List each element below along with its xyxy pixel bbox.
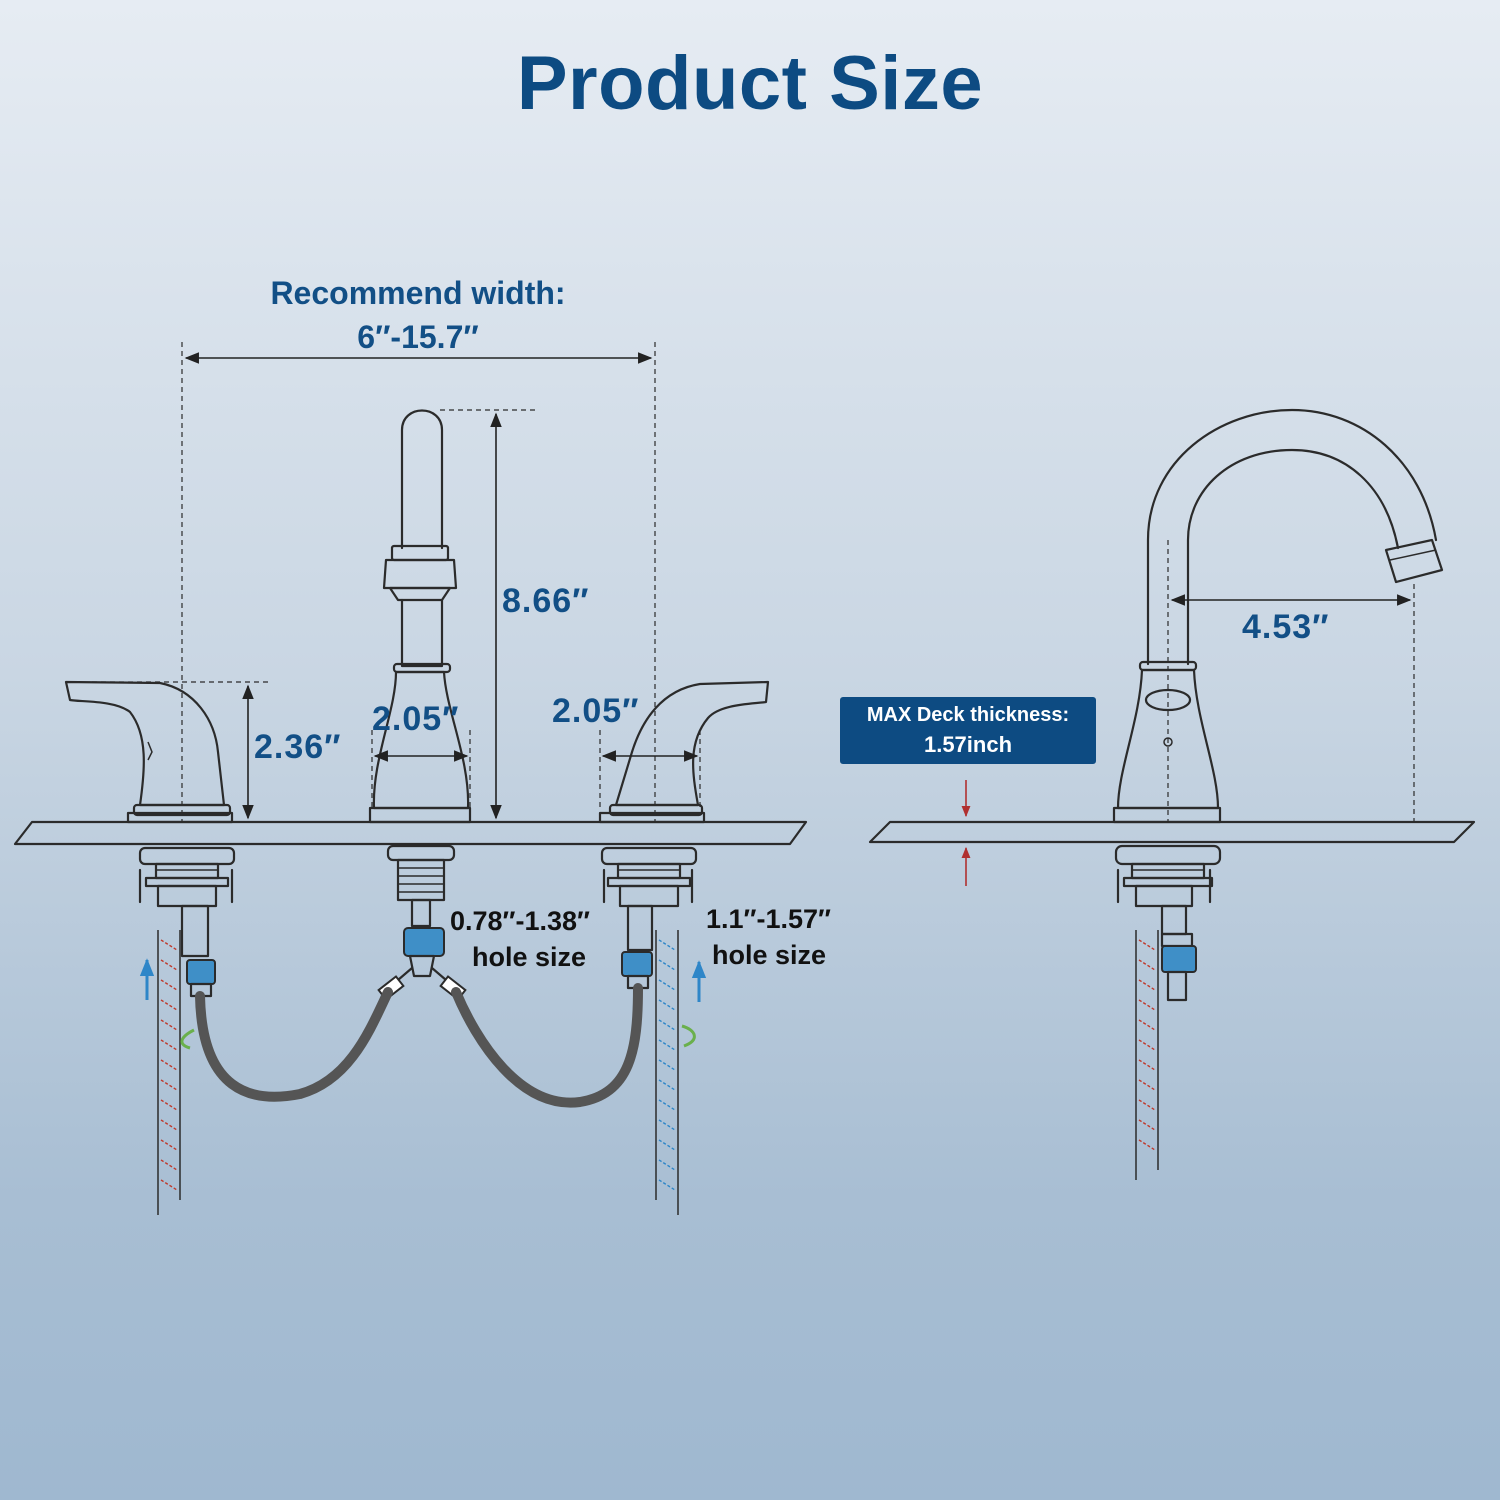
front-view: Recommend width: 6″-15.7″ (13, 275, 831, 1215)
recommend-width-value: 6″-15.7″ (357, 319, 478, 355)
side-hole-size-caption: hole size (712, 940, 826, 970)
side-hole-size-value: 1.1″-1.57″ (706, 904, 831, 934)
deck-plate (13, 820, 808, 846)
spout-front (368, 409, 472, 824)
cold-supply-line (655, 930, 707, 1215)
recommend-width-label: Recommend width: (270, 275, 565, 311)
handle-height-value: 2.36″ (254, 728, 341, 766)
center-hole-size-caption: hole size (472, 942, 586, 972)
center-hole-size-value: 0.78″-1.38″ (450, 906, 590, 936)
page-title: Product Size (516, 41, 984, 126)
right-valve-underdeck (600, 846, 698, 990)
side-deck-plate (868, 820, 1476, 844)
handle-base-width-value: 2.05″ (552, 692, 639, 730)
right-connecting-hose (451, 983, 643, 1108)
spout-base-width-value: 2.05″ (372, 700, 459, 738)
left-connecting-hose (195, 987, 393, 1102)
side-underdeck (1114, 844, 1222, 1180)
deck-thickness-value: 1.57inch (924, 732, 1012, 757)
spout-reach-value: 4.53″ (1242, 608, 1329, 646)
gooseneck-spout (1112, 408, 1444, 824)
deck-thickness-badge (840, 697, 1096, 764)
right-handle (598, 680, 770, 824)
hot-supply-line (139, 930, 195, 1215)
left-valve-underdeck (138, 846, 236, 998)
left-handle (64, 680, 234, 824)
spout-height-value: 8.66″ (502, 582, 589, 620)
deck-thickness-label: MAX Deck thickness: (867, 704, 1069, 726)
side-view: 4.53″ MAX Deck thickness: 1.57inch (840, 408, 1476, 1180)
